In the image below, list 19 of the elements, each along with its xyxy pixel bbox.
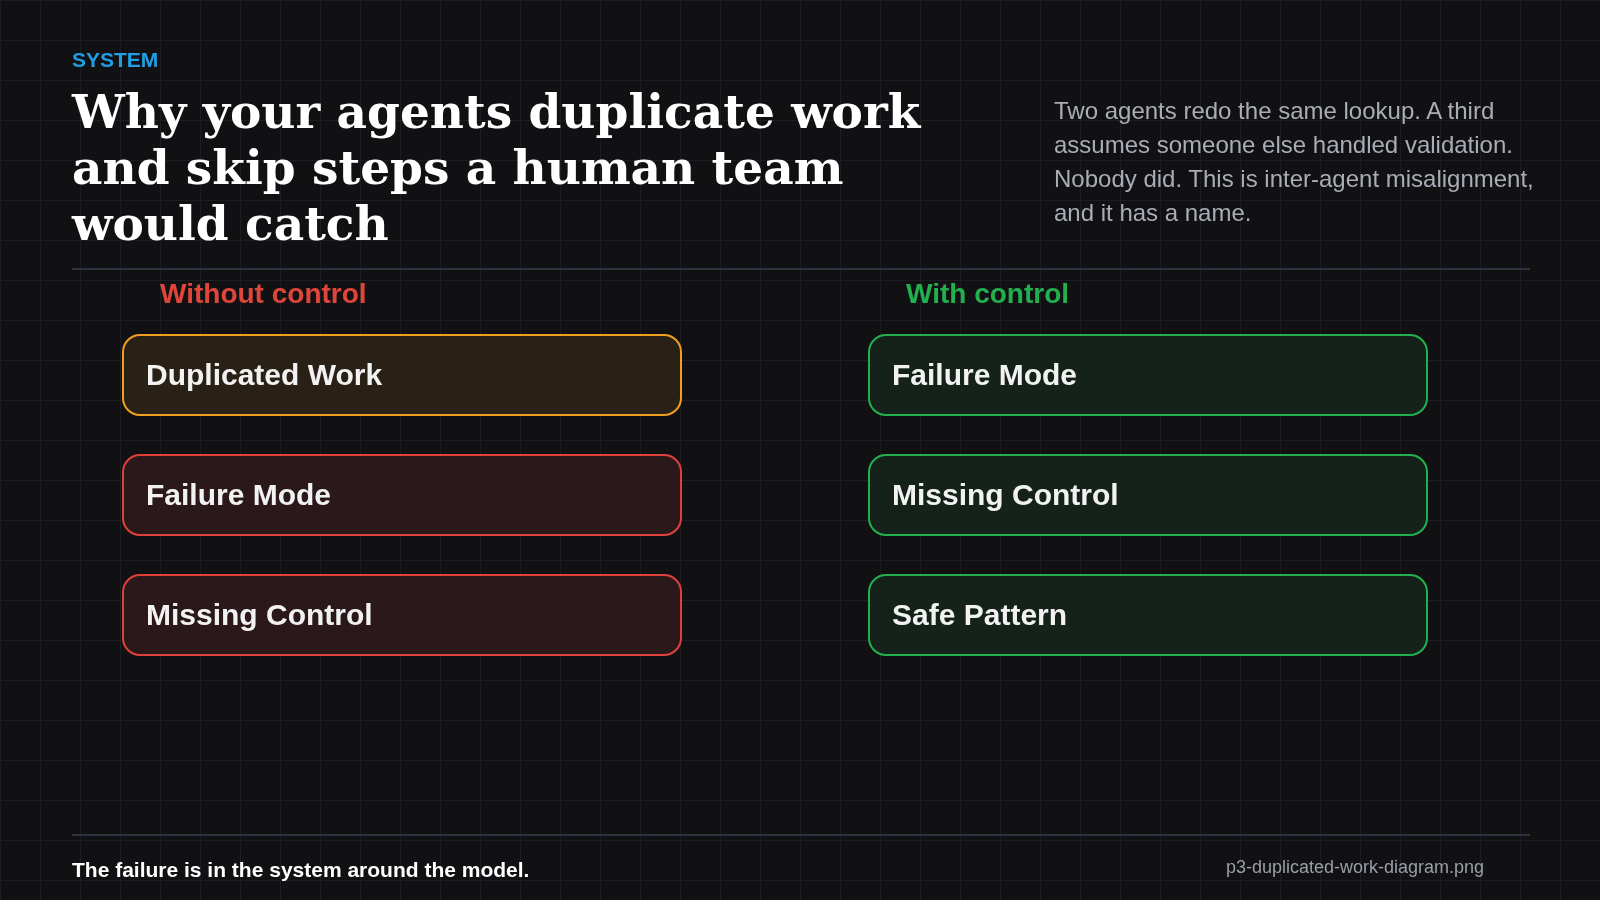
rounded-box [868,454,1428,536]
column-heading: Without control [160,278,367,310]
intro-paragraph: Two agents redo the same lookup. A third assumes someone else handled validation. Nobody did. This is inter-agent misalignment, and it has a name. [1054,96,1535,228]
box-label: Duplicated Work [146,358,383,392]
rounded-box [868,334,1428,416]
rounded-box [868,574,1428,656]
box-label: Missing Control [892,478,1119,512]
box-label: Missing Control [146,598,373,632]
rounded-box [122,334,682,416]
column-heading: With control [906,278,1070,310]
footer-note: The failure is in the system around the model. [72,858,530,882]
rounded-box [122,574,682,656]
box-label: Failure Mode [892,358,1078,392]
section-tag: SYSTEM [72,48,159,72]
title-heading: Why your agents duplicate work and skip steps a human team would catch [72,84,922,252]
box-label: Safe Pattern [892,598,1068,632]
rounded-box [122,454,682,536]
file-name: p3-duplicated-work-diagram.png [1226,857,1485,878]
box-label: Failure Mode [146,478,332,512]
